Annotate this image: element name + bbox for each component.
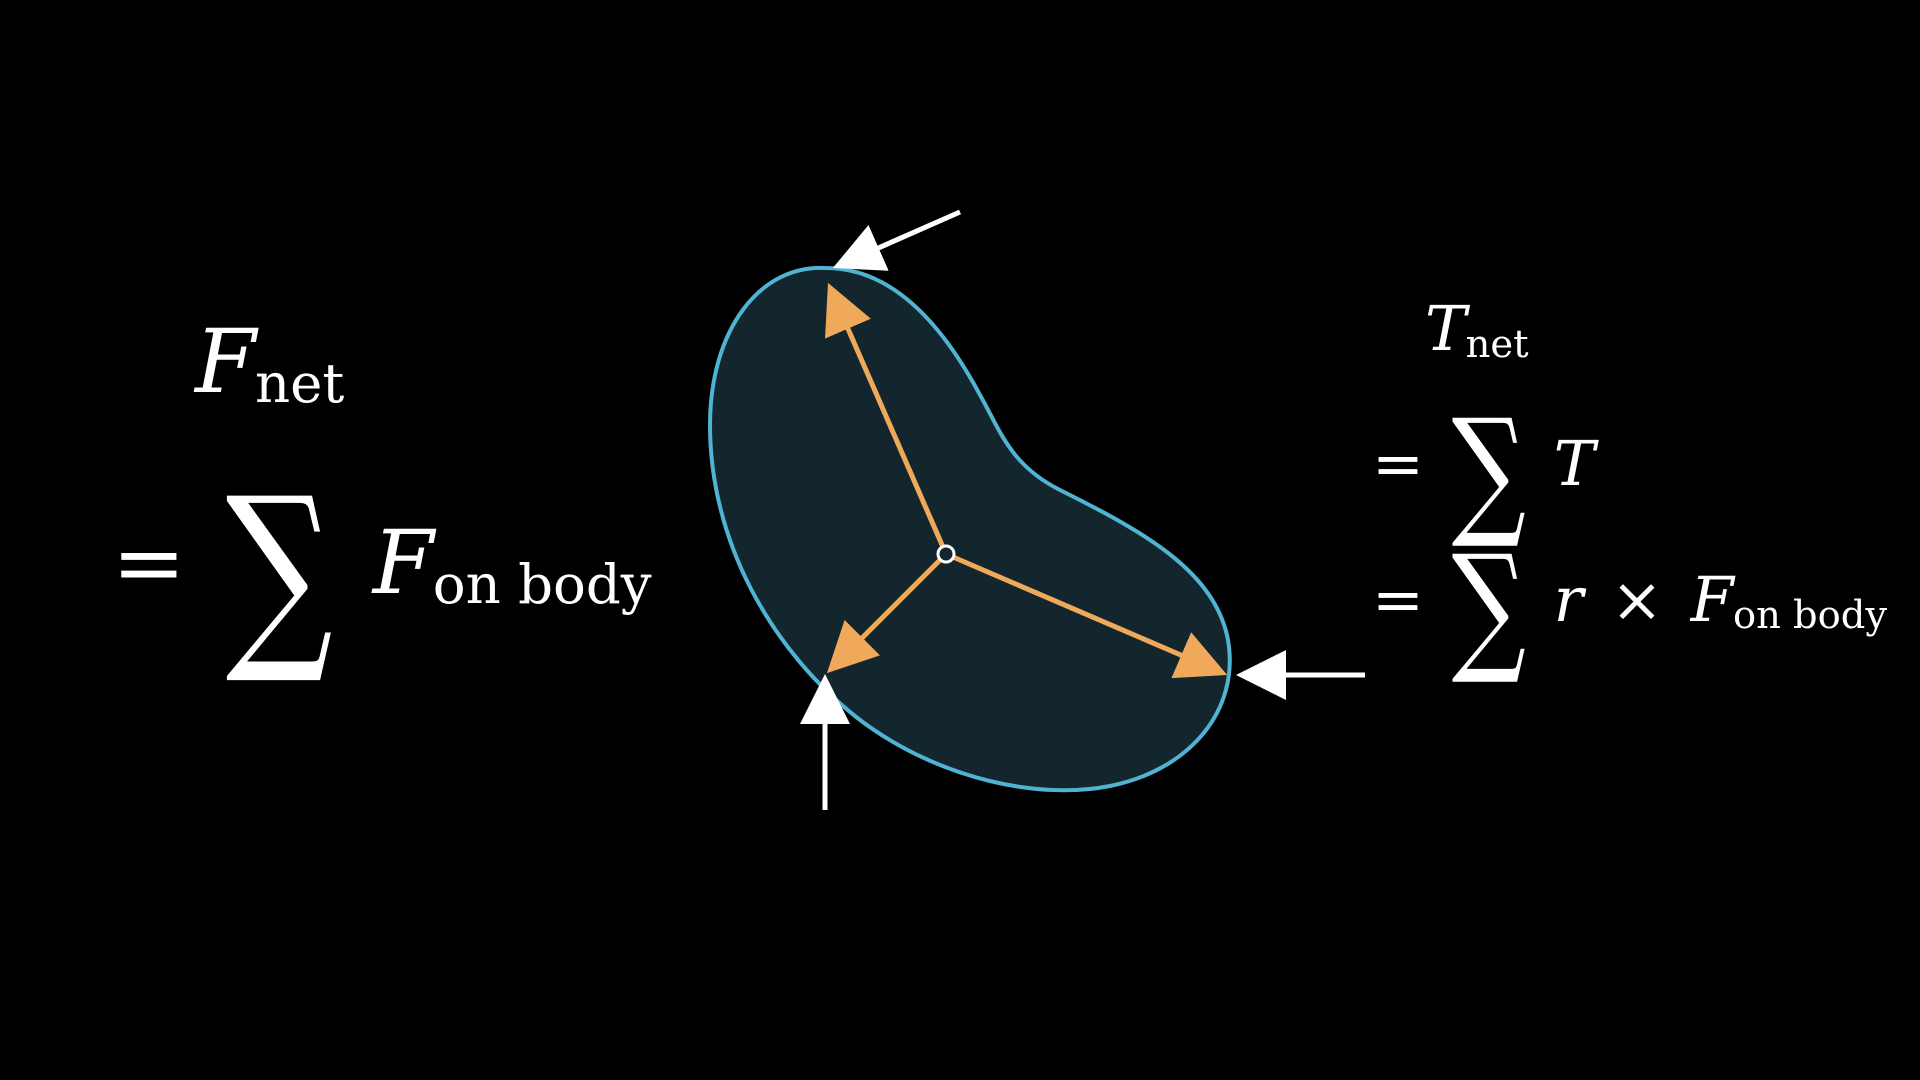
net-subscript: net xyxy=(1465,321,1529,367)
equals-sign: = xyxy=(112,511,186,614)
on-body-subscript: on body xyxy=(432,551,652,616)
force-symbol: F xyxy=(195,310,257,413)
position-vector-symbol: r xyxy=(1553,563,1584,637)
net-force-label: Fnet xyxy=(195,318,344,411)
net-force-sum-equation: = ∑ Fon body xyxy=(112,471,652,674)
torque-symbol: T xyxy=(1553,427,1595,501)
pivot-point-marker xyxy=(936,544,956,564)
cross-product-symbol: × xyxy=(1611,563,1663,637)
summation-symbol: ∑ xyxy=(225,454,333,690)
applied-force-top xyxy=(832,209,962,271)
rigid-body-shape xyxy=(707,265,1232,793)
position-vector-right xyxy=(945,551,1228,679)
force-symbol: F xyxy=(372,511,434,614)
torque-symbol: T xyxy=(1425,292,1467,365)
net-subscript: net xyxy=(254,350,345,415)
torque-sum-equation: = ∑ T xyxy=(1372,400,1595,540)
equals-sign: = xyxy=(1372,563,1424,637)
summation-symbol: ∑ xyxy=(1451,523,1526,689)
equals-sign: = xyxy=(1372,427,1424,501)
position-vector-lower-left xyxy=(826,552,948,674)
position-vector-top xyxy=(825,282,949,555)
force-symbol: F xyxy=(1690,563,1734,637)
on-body-subscript: on body xyxy=(1732,593,1888,639)
summation-symbol: ∑ xyxy=(1451,387,1526,553)
cross-product-equation: = ∑ r × Fon body xyxy=(1372,536,1888,676)
net-torque-label: Tnet xyxy=(1425,298,1529,364)
